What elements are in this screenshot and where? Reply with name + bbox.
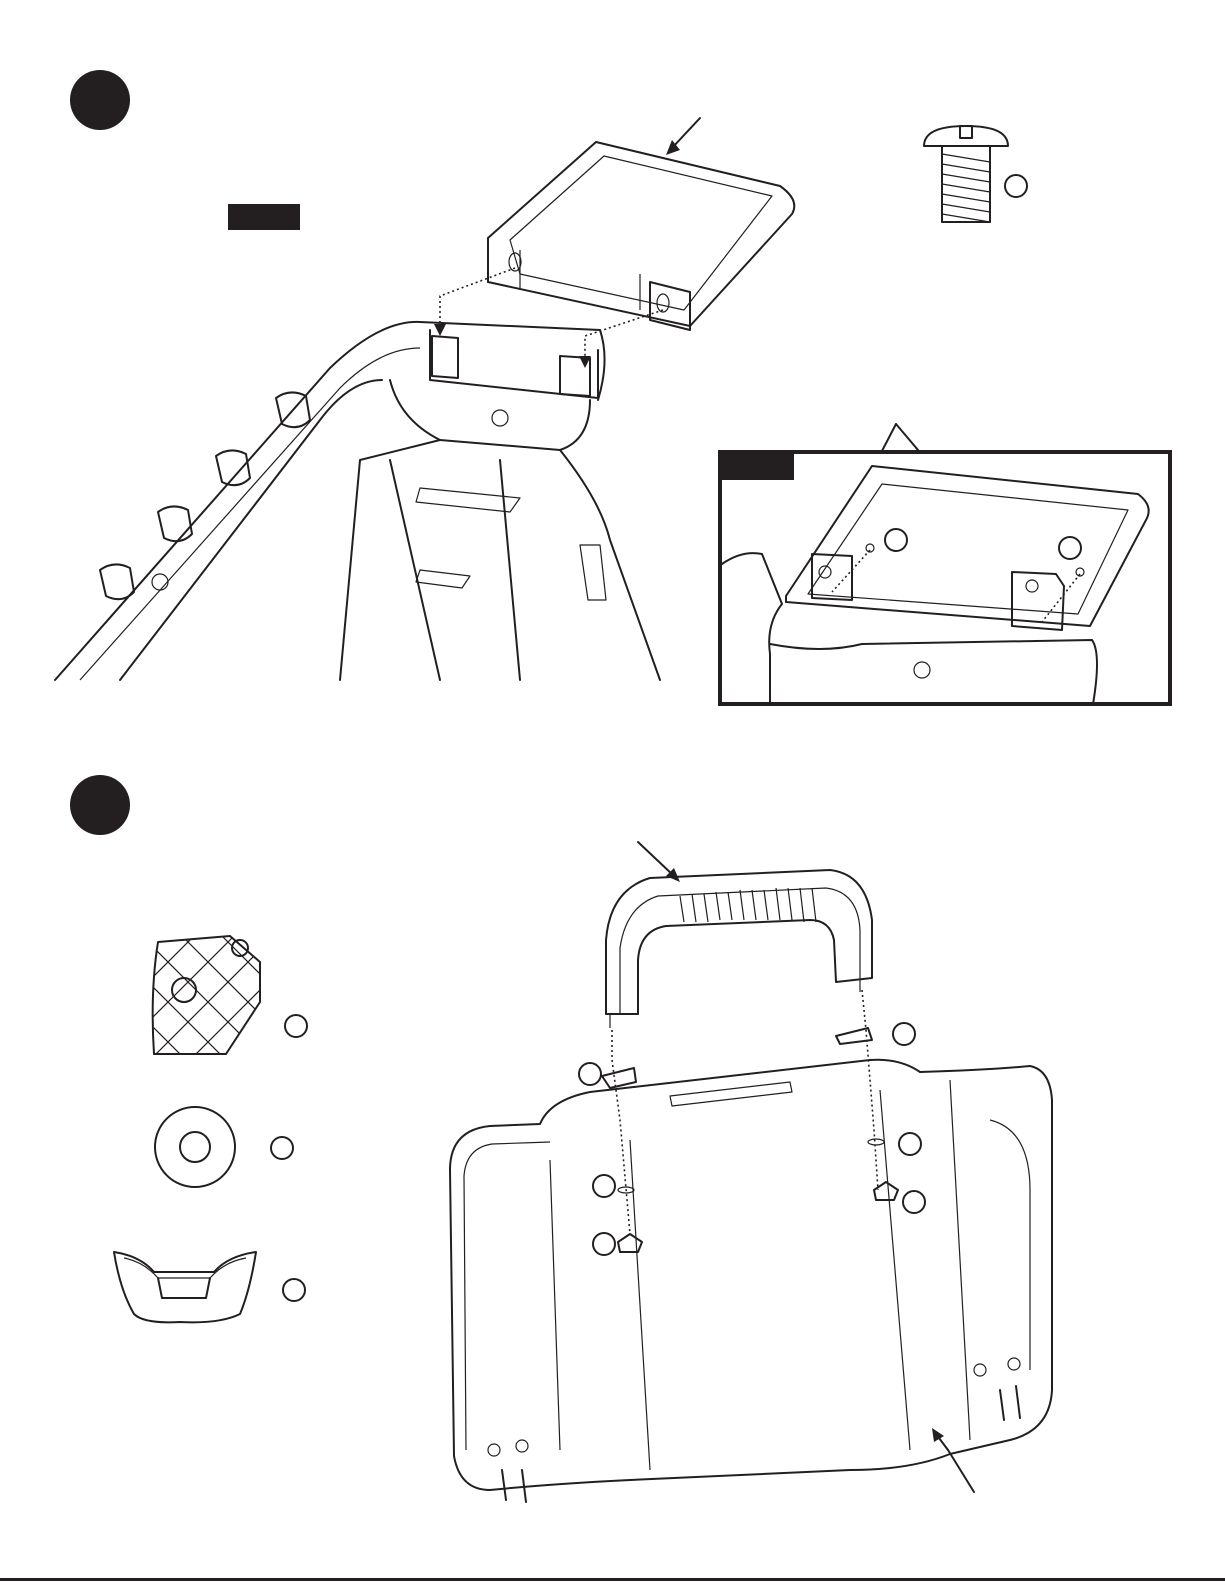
clip-icon [110, 1250, 260, 1330]
assembly-callout-3 [590, 1230, 618, 1258]
side-shelf [488, 142, 794, 330]
grill-lid [450, 1060, 1052, 1502]
side-shelf-assembly-illustration [0, 0, 720, 700]
washer-callout [268, 1134, 296, 1162]
step-number-circle-2 [70, 775, 130, 835]
washer-icon [152, 1104, 238, 1190]
heat-shield-icon [148, 932, 268, 1062]
assembly-callout-6 [900, 1188, 928, 1216]
assembly-callout-4 [890, 1020, 918, 1048]
lid-handle-assembly-illustration [430, 830, 1080, 1530]
detail-view-illustration [722, 454, 1172, 706]
hardware-callout [1002, 172, 1030, 200]
page-bottom-rule [0, 1578, 1225, 1581]
detail-callout-1 [882, 526, 910, 554]
lid-handle [606, 870, 872, 1028]
detail-callout-2 [1056, 534, 1084, 562]
heat-shield-callout [282, 1012, 310, 1040]
grill-frame [55, 322, 660, 680]
detail-view-box [718, 450, 1172, 706]
assembly-callout-2 [590, 1172, 618, 1200]
assembly-callout-5 [896, 1130, 924, 1158]
assembly-callout-1 [576, 1060, 604, 1088]
clip-callout [280, 1276, 308, 1304]
